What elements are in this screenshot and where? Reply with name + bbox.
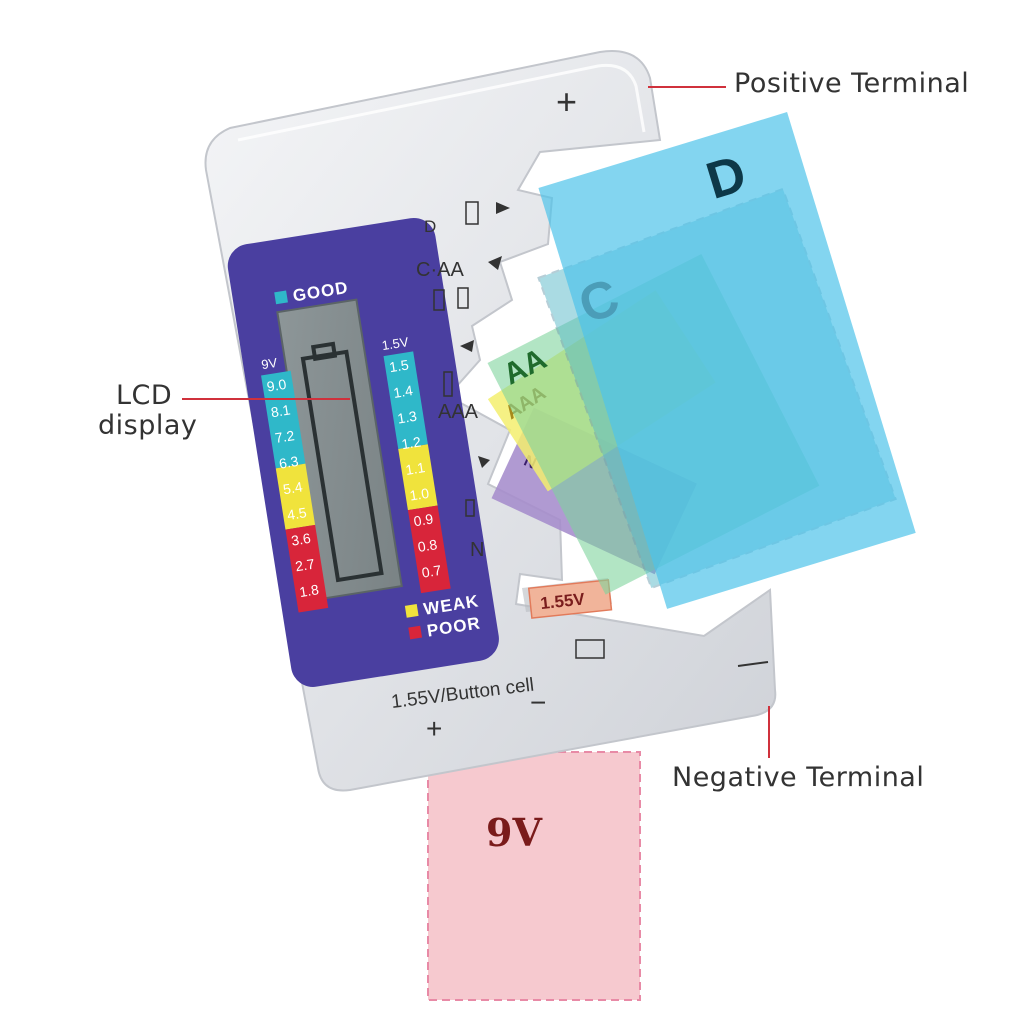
minus-bottom: − xyxy=(530,687,546,718)
scale-15v-tick: 1.0 xyxy=(408,485,430,504)
scale-15v-tick: 1.3 xyxy=(396,408,418,427)
positive-callout-line xyxy=(648,86,726,88)
scale-9v-tick: 5.4 xyxy=(282,478,304,497)
arrow-icon-c-aa xyxy=(488,256,502,270)
slot-label-d: D xyxy=(424,217,436,236)
scale-9v-header: 9V xyxy=(260,355,278,372)
weak-swatch xyxy=(404,603,419,618)
positive-terminal-label: Positive Terminal xyxy=(734,68,970,99)
battery-icon-d xyxy=(465,201,479,225)
scale-15v-tick: 1.1 xyxy=(404,459,426,478)
arrow-icon-aaa xyxy=(478,456,490,468)
slot-label-n: N xyxy=(470,539,484,561)
scale-9v-tick: 2.7 xyxy=(294,556,316,575)
slot-label-c-aa: C·AA xyxy=(416,259,464,281)
scale-15v-tick: 0.8 xyxy=(417,536,439,555)
scale-15v-tick: 1.2 xyxy=(400,433,422,452)
minus-mark-right xyxy=(737,661,769,667)
arrow-icon-d xyxy=(496,202,510,214)
scale-9v-tick: 4.5 xyxy=(286,504,308,523)
slot-label-aaa: AAA xyxy=(438,401,479,423)
battery-icon-c xyxy=(433,289,445,311)
ninev-battery-label: 9V xyxy=(486,810,543,855)
scale-15v-tick: 1.4 xyxy=(392,382,414,401)
scale-15v-tick: 0.7 xyxy=(421,562,443,581)
battery-icon-n xyxy=(465,499,475,517)
battery-icon-aa xyxy=(457,287,469,309)
lcd-label-line1: LCD xyxy=(116,380,173,411)
scale-9v: 9.0 8.1 7.2 6.3 5.4 4.5 3.6 2.7 1.8 xyxy=(266,376,320,600)
scale-9v-tick: 3.6 xyxy=(290,530,312,549)
scale-9v-tick: 1.8 xyxy=(298,581,320,600)
scale-15v: 1.5 1.4 1.3 1.2 1.1 1.0 0.9 0.8 0.7 xyxy=(388,356,442,580)
lcd-label-line2: display xyxy=(98,410,198,441)
negative-terminal-label: Negative Terminal xyxy=(672,762,925,793)
scale-9v-tick: 6.3 xyxy=(278,453,300,472)
arrow-icon-aa xyxy=(460,340,474,352)
scale-9v-tick: 9.0 xyxy=(266,376,288,395)
battery-icon-aaa xyxy=(443,371,453,397)
button-cell-icon xyxy=(575,639,605,659)
scale-15v-tick: 0.9 xyxy=(413,510,435,529)
scale-9v-tick: 7.2 xyxy=(274,427,296,446)
scale-9v-tick: 8.1 xyxy=(270,401,292,420)
button-cell-badge-text: 1.55V xyxy=(539,589,586,613)
scale-15v-tick: 1.5 xyxy=(388,356,410,375)
negative-callout-line xyxy=(768,706,770,758)
plus-top: + xyxy=(556,81,577,122)
good-swatch xyxy=(274,290,288,305)
poor-swatch xyxy=(408,625,423,640)
lcd-callout-line xyxy=(182,398,350,400)
ninev-battery xyxy=(427,751,641,1001)
scale-15v-header: 1.5V xyxy=(381,334,410,353)
d-battery xyxy=(538,112,916,609)
plus-bottom: + xyxy=(426,713,442,744)
button-cell-badge xyxy=(527,579,613,619)
